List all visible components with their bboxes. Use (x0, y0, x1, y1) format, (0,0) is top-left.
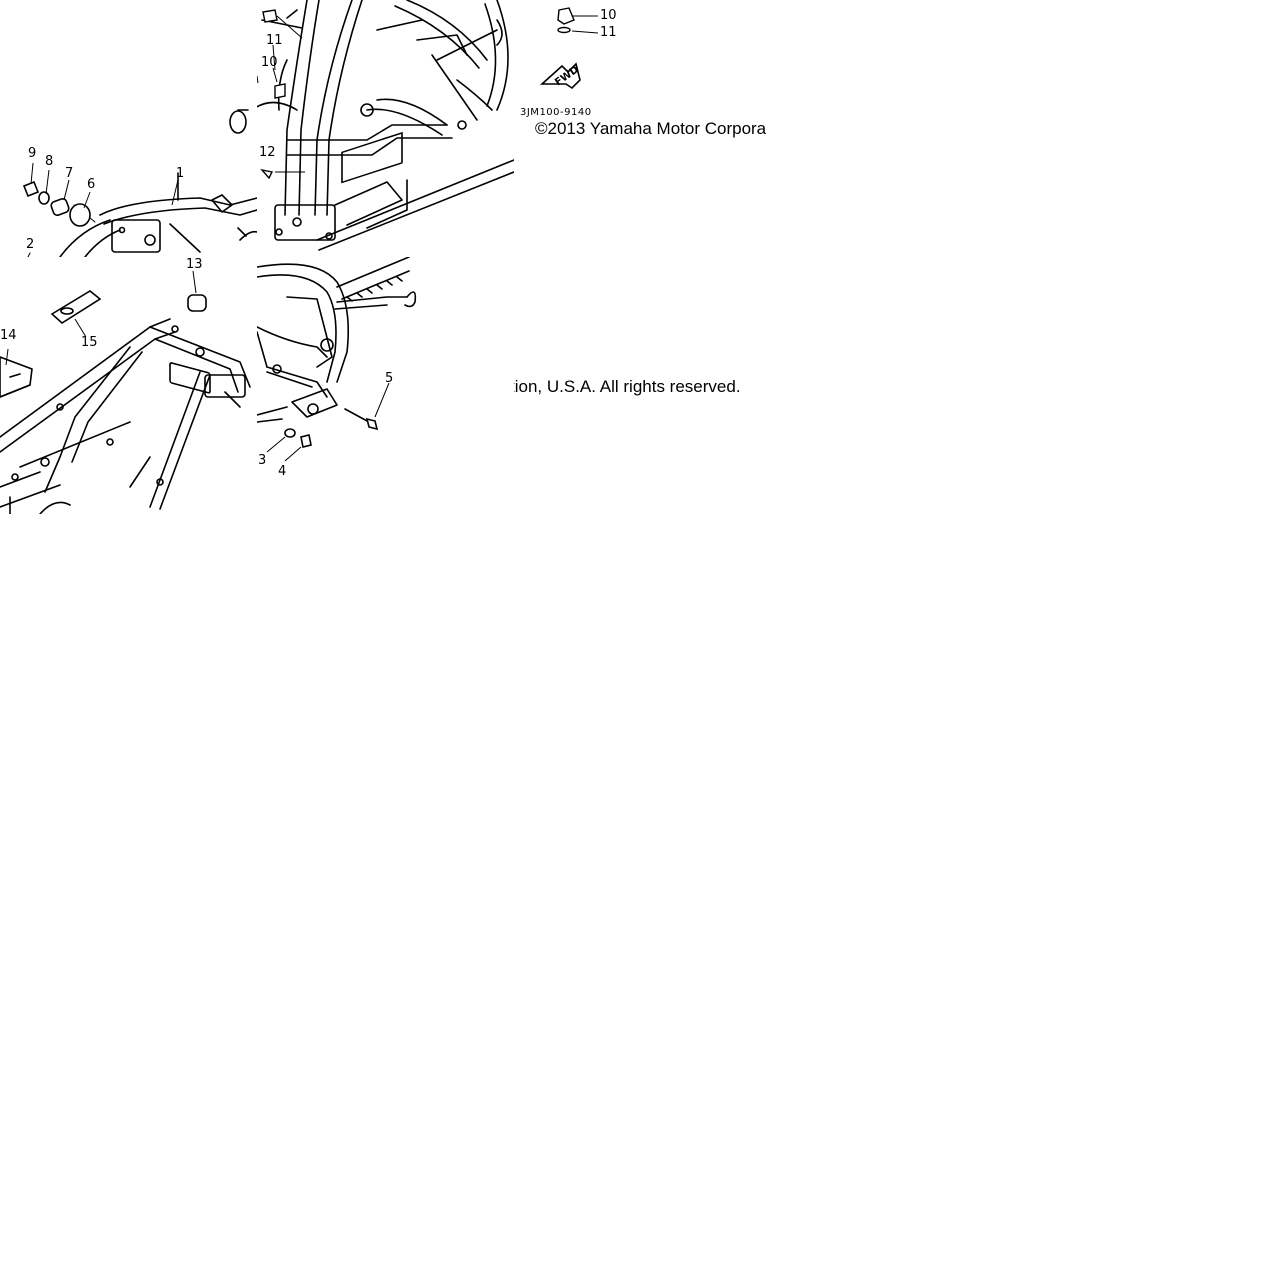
callout-15: 15 (81, 335, 98, 350)
callout-11-right: 11 (600, 25, 617, 40)
callout-3: 3 (258, 453, 267, 468)
callout-6: 6 (87, 177, 96, 192)
callout-14: 14 (0, 328, 17, 343)
callout-11-left: 11 (266, 33, 283, 48)
frame-drawing-center (257, 257, 417, 462)
frame-drawing-top-left (22, 109, 257, 257)
copyright-text-part2: tion, U.S.A. All rights reserved. (514, 377, 741, 396)
copyright-text-part1: ©2013 Yamaha Motor Corpora (535, 119, 767, 138)
drawing-code: 3JM100-9140 (520, 107, 592, 118)
callout-9: 9 (28, 146, 37, 161)
frame-drawing-top-middle (257, 0, 514, 251)
frame-drawing-top-right: FWD (539, 7, 599, 90)
callout-4: 4 (278, 464, 287, 479)
diagram-tile-center: 5 3 4 (257, 257, 514, 514)
frame-drawing-middle-left (0, 270, 251, 514)
callout-8: 8 (45, 154, 54, 169)
diagram-tile-top-middle: 11 10 12 (257, 0, 514, 257)
diagram-tile-middle-right: tion, U.S.A. All rights reserved. (514, 257, 771, 514)
callout-2: 2 (26, 237, 35, 252)
diagram-tile-top-right: FWD 10 11 3JM100-9140 ©2013 Yamaha Motor… (514, 0, 771, 257)
callout-10-right: 10 (600, 8, 617, 23)
callout-10-left: 10 (261, 55, 278, 70)
fwd-arrow-icon (539, 62, 581, 90)
callout-1: 1 (176, 166, 185, 181)
callout-7: 7 (65, 166, 74, 181)
diagram-tile-middle-left: 13 14 15 (0, 257, 257, 514)
callout-5: 5 (385, 371, 394, 386)
callout-12: 12 (259, 145, 276, 160)
diagram-tile-top-left: 9 8 7 6 1 2 (0, 0, 257, 257)
callout-13: 13 (186, 257, 203, 272)
